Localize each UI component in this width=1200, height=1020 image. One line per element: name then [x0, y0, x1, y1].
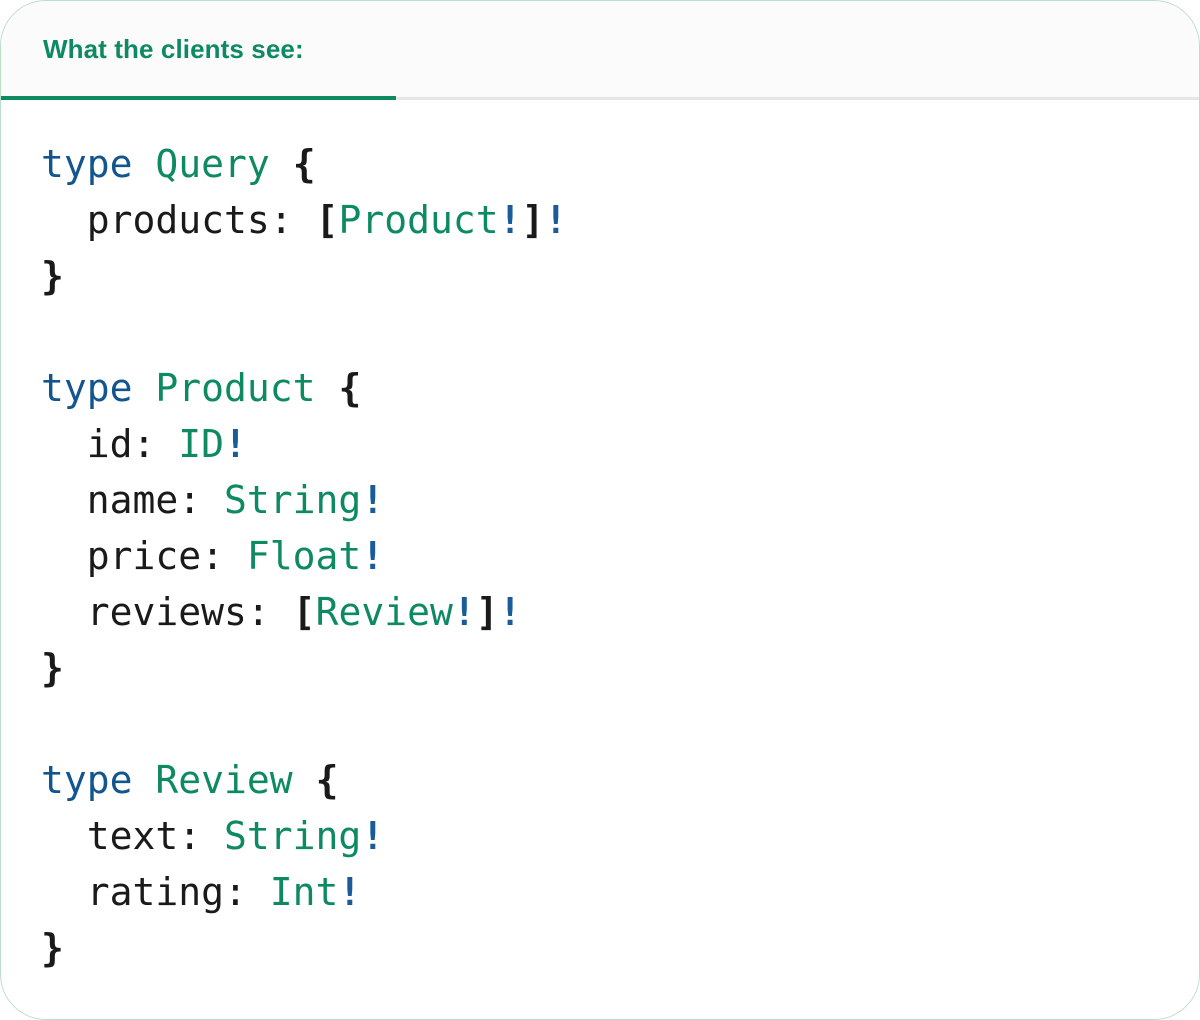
code-token-kw: type [41, 142, 133, 186]
code-token-plain [270, 142, 293, 186]
code-token-punct: } [41, 646, 64, 690]
code-line: rating: Int! [41, 870, 362, 914]
code-token-type: String [224, 814, 362, 858]
code-token-bang: ! [544, 198, 568, 242]
code-line: name: String! [41, 478, 384, 522]
code-token-field: price: [41, 534, 247, 578]
code-line: reviews: [Review!]! [41, 590, 522, 634]
code-line: type Review { [41, 758, 338, 802]
code-token-punct: [ [292, 590, 316, 634]
graphql-schema-code: type Query { products: [Product!]! } typ… [1, 136, 1199, 976]
code-token-field: reviews: [41, 590, 293, 634]
code-token-bang: ! [361, 478, 385, 522]
code-token-kw: type [41, 366, 133, 410]
code-token-plain [293, 758, 316, 802]
tab-active-underline [1, 96, 396, 100]
code-token-field: text: [41, 814, 225, 858]
code-token-type: Product [155, 366, 316, 410]
code-line: price: Float! [41, 534, 384, 578]
code-token-punct: ] [475, 590, 499, 634]
code-area: type Query { products: [Product!]! } typ… [1, 100, 1199, 1018]
code-token-field: name: [41, 478, 225, 522]
code-line: text: String! [41, 814, 384, 858]
code-token-field: products: [41, 198, 316, 242]
code-token-punct: { [338, 366, 362, 410]
code-line: type Query { [41, 142, 316, 186]
code-line: products: [Product!]! [41, 198, 568, 242]
code-token-type: Product [338, 198, 499, 242]
code-token-field: rating: [41, 870, 270, 914]
code-token-bang: ! [224, 422, 247, 466]
code-token-bang: ! [361, 814, 385, 858]
code-token-plain [133, 366, 156, 410]
code-token-type: Review [155, 758, 293, 802]
code-token-type: Int [269, 870, 339, 914]
code-line: id: ID! [41, 422, 247, 466]
code-token-type: Float [246, 534, 362, 578]
code-token-bang: ! [498, 198, 522, 242]
code-line: } [41, 254, 64, 298]
code-line-blank [41, 304, 1159, 360]
code-token-plain [316, 366, 339, 410]
code-token-punct: [ [315, 198, 339, 242]
code-token-type: Review [315, 590, 453, 634]
code-token-punct: } [41, 926, 64, 970]
code-token-punct: { [315, 758, 339, 802]
code-token-field: id: [41, 422, 179, 466]
code-token-type: ID [178, 422, 225, 466]
tab-what-the-clients-see[interactable]: What the clients see: [1, 1, 396, 100]
tab-strip: What the clients see: [1, 1, 1199, 100]
code-token-kw: type [41, 758, 133, 802]
code-token-punct: } [41, 254, 64, 298]
code-token-plain [133, 142, 156, 186]
code-token-bang: ! [361, 534, 385, 578]
code-token-plain [133, 758, 156, 802]
code-token-bang: ! [498, 590, 522, 634]
code-token-bang: ! [452, 590, 476, 634]
code-token-type: String [224, 478, 362, 522]
code-line-blank [41, 696, 1159, 752]
tab-label: What the clients see: [43, 34, 304, 64]
code-line: type Product { [41, 366, 361, 410]
code-token-type: Query [155, 142, 270, 186]
code-line: } [41, 926, 64, 970]
code-token-punct: ] [521, 198, 545, 242]
code-token-punct: { [292, 142, 316, 186]
code-line: } [41, 646, 64, 690]
code-token-bang: ! [338, 870, 362, 914]
